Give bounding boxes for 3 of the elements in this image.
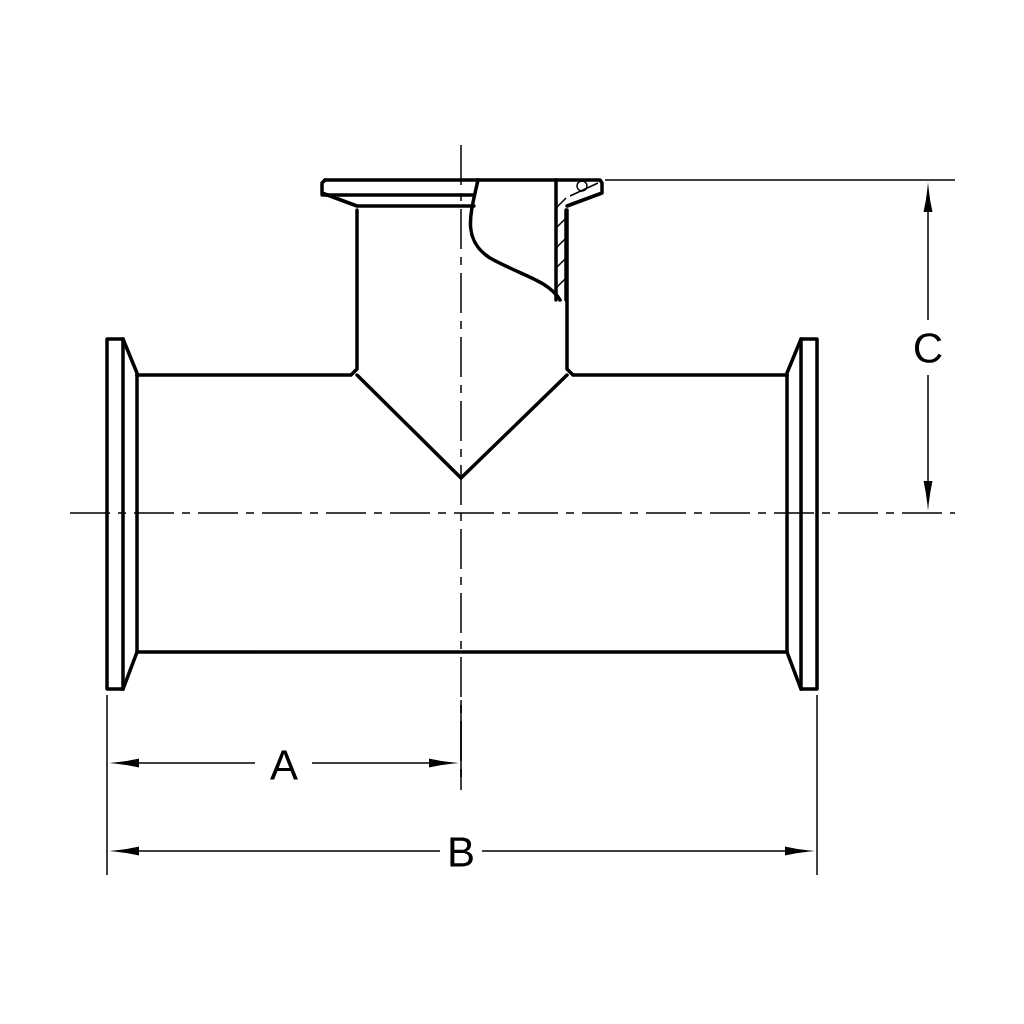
- dimension-label: C: [915, 333, 942, 363]
- dimension-label: B: [450, 837, 473, 867]
- dimension-label: A: [270, 750, 298, 780]
